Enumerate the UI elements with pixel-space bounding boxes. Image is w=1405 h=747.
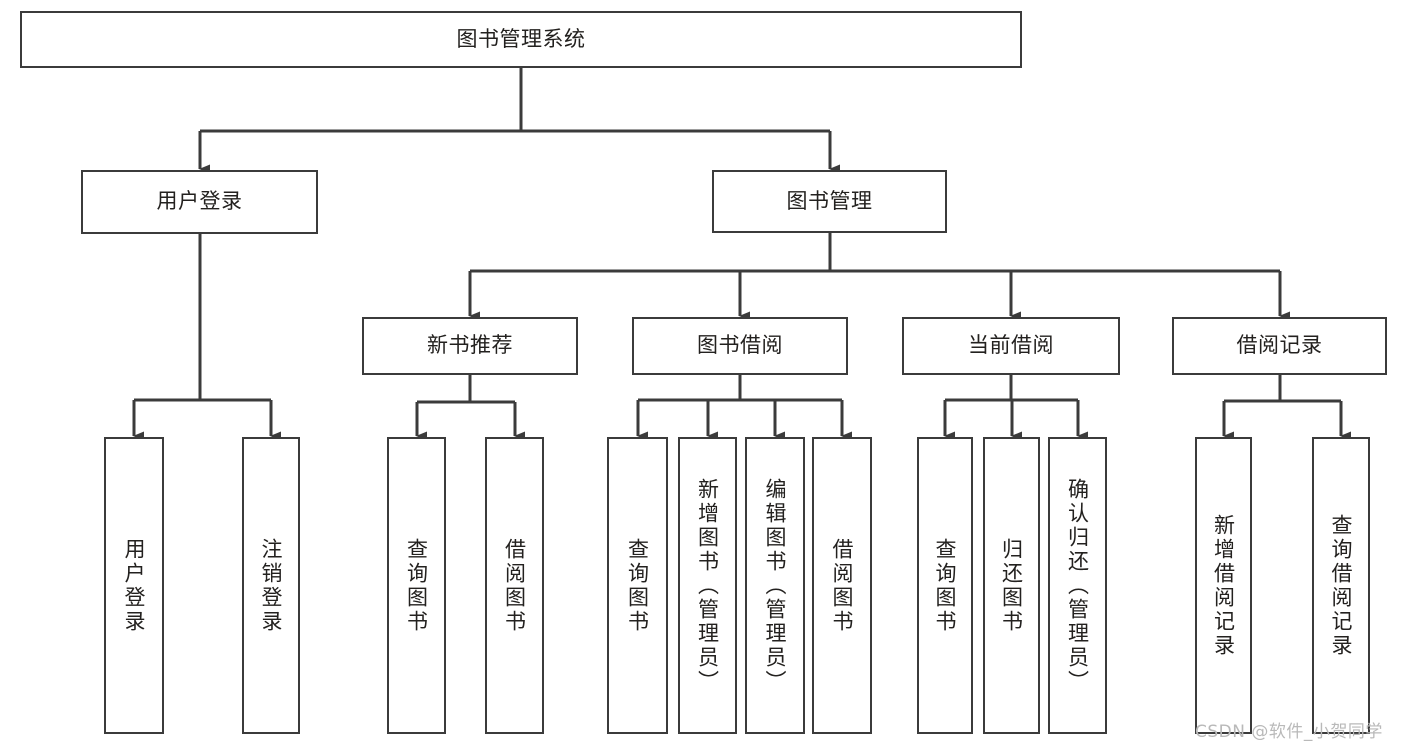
node-label: 新书推荐 xyxy=(427,333,513,358)
node-leaf-logout[interactable]: 注销登录 xyxy=(242,437,300,734)
node-label: 查询图书 xyxy=(404,537,429,634)
node-label: 新增图书（管理员） xyxy=(695,477,720,694)
node-leaf-borrow-book-1[interactable]: 借阅图书 xyxy=(485,437,544,734)
node-leaf-user-login[interactable]: 用户登录 xyxy=(104,437,164,734)
watermark-label: CSDN @软件_小贺同学 xyxy=(1195,722,1383,742)
node-leaf-return-book[interactable]: 归还图书 xyxy=(983,437,1040,734)
node-label: 查询借阅记录 xyxy=(1329,513,1354,658)
node-label: 用户登录 xyxy=(122,537,147,634)
node-label: 查询图书 xyxy=(625,537,650,634)
node-user-login[interactable]: 用户登录 xyxy=(81,170,318,234)
node-label: 用户登录 xyxy=(156,189,243,214)
node-leaf-edit-book[interactable]: 编辑图书（管理员） xyxy=(745,437,805,734)
node-label: 借阅图书 xyxy=(830,537,855,634)
node-current-borrow[interactable]: 当前借阅 xyxy=(902,317,1120,375)
node-label: 借阅记录 xyxy=(1236,333,1323,358)
node-book-borrow[interactable]: 图书借阅 xyxy=(632,317,848,375)
node-leaf-query-book-2[interactable]: 查询图书 xyxy=(607,437,668,734)
node-leaf-query-book-1[interactable]: 查询图书 xyxy=(387,437,446,734)
node-leaf-borrow-book-2[interactable]: 借阅图书 xyxy=(812,437,872,734)
node-label: 新增借阅记录 xyxy=(1211,513,1236,658)
node-label: 确认归还（管理员） xyxy=(1065,477,1090,694)
node-leaf-query-book-3[interactable]: 查询图书 xyxy=(917,437,973,734)
node-new-book-rec[interactable]: 新书推荐 xyxy=(362,317,578,375)
node-leaf-add-record[interactable]: 新增借阅记录 xyxy=(1195,437,1252,734)
node-label: 注销登录 xyxy=(259,537,284,634)
node-root[interactable]: 图书管理系统 xyxy=(20,11,1022,68)
edge-group xyxy=(132,68,1351,441)
node-label: 当前借阅 xyxy=(968,333,1054,358)
node-label: 编辑图书（管理员） xyxy=(763,477,788,694)
node-label: 归还图书 xyxy=(999,537,1024,634)
node-leaf-confirm-return[interactable]: 确认归还（管理员） xyxy=(1048,437,1107,734)
node-label: 图书管理 xyxy=(786,188,873,213)
node-book-manage[interactable]: 图书管理 xyxy=(712,170,947,233)
node-leaf-add-book[interactable]: 新增图书（管理员） xyxy=(678,437,737,734)
node-label: 图书管理系统 xyxy=(456,26,586,51)
node-borrow-record[interactable]: 借阅记录 xyxy=(1172,317,1387,375)
node-label: 查询图书 xyxy=(933,537,958,634)
node-label: 图书借阅 xyxy=(697,333,783,358)
node-label: 借阅图书 xyxy=(502,537,527,634)
node-leaf-query-record[interactable]: 查询借阅记录 xyxy=(1312,437,1370,734)
